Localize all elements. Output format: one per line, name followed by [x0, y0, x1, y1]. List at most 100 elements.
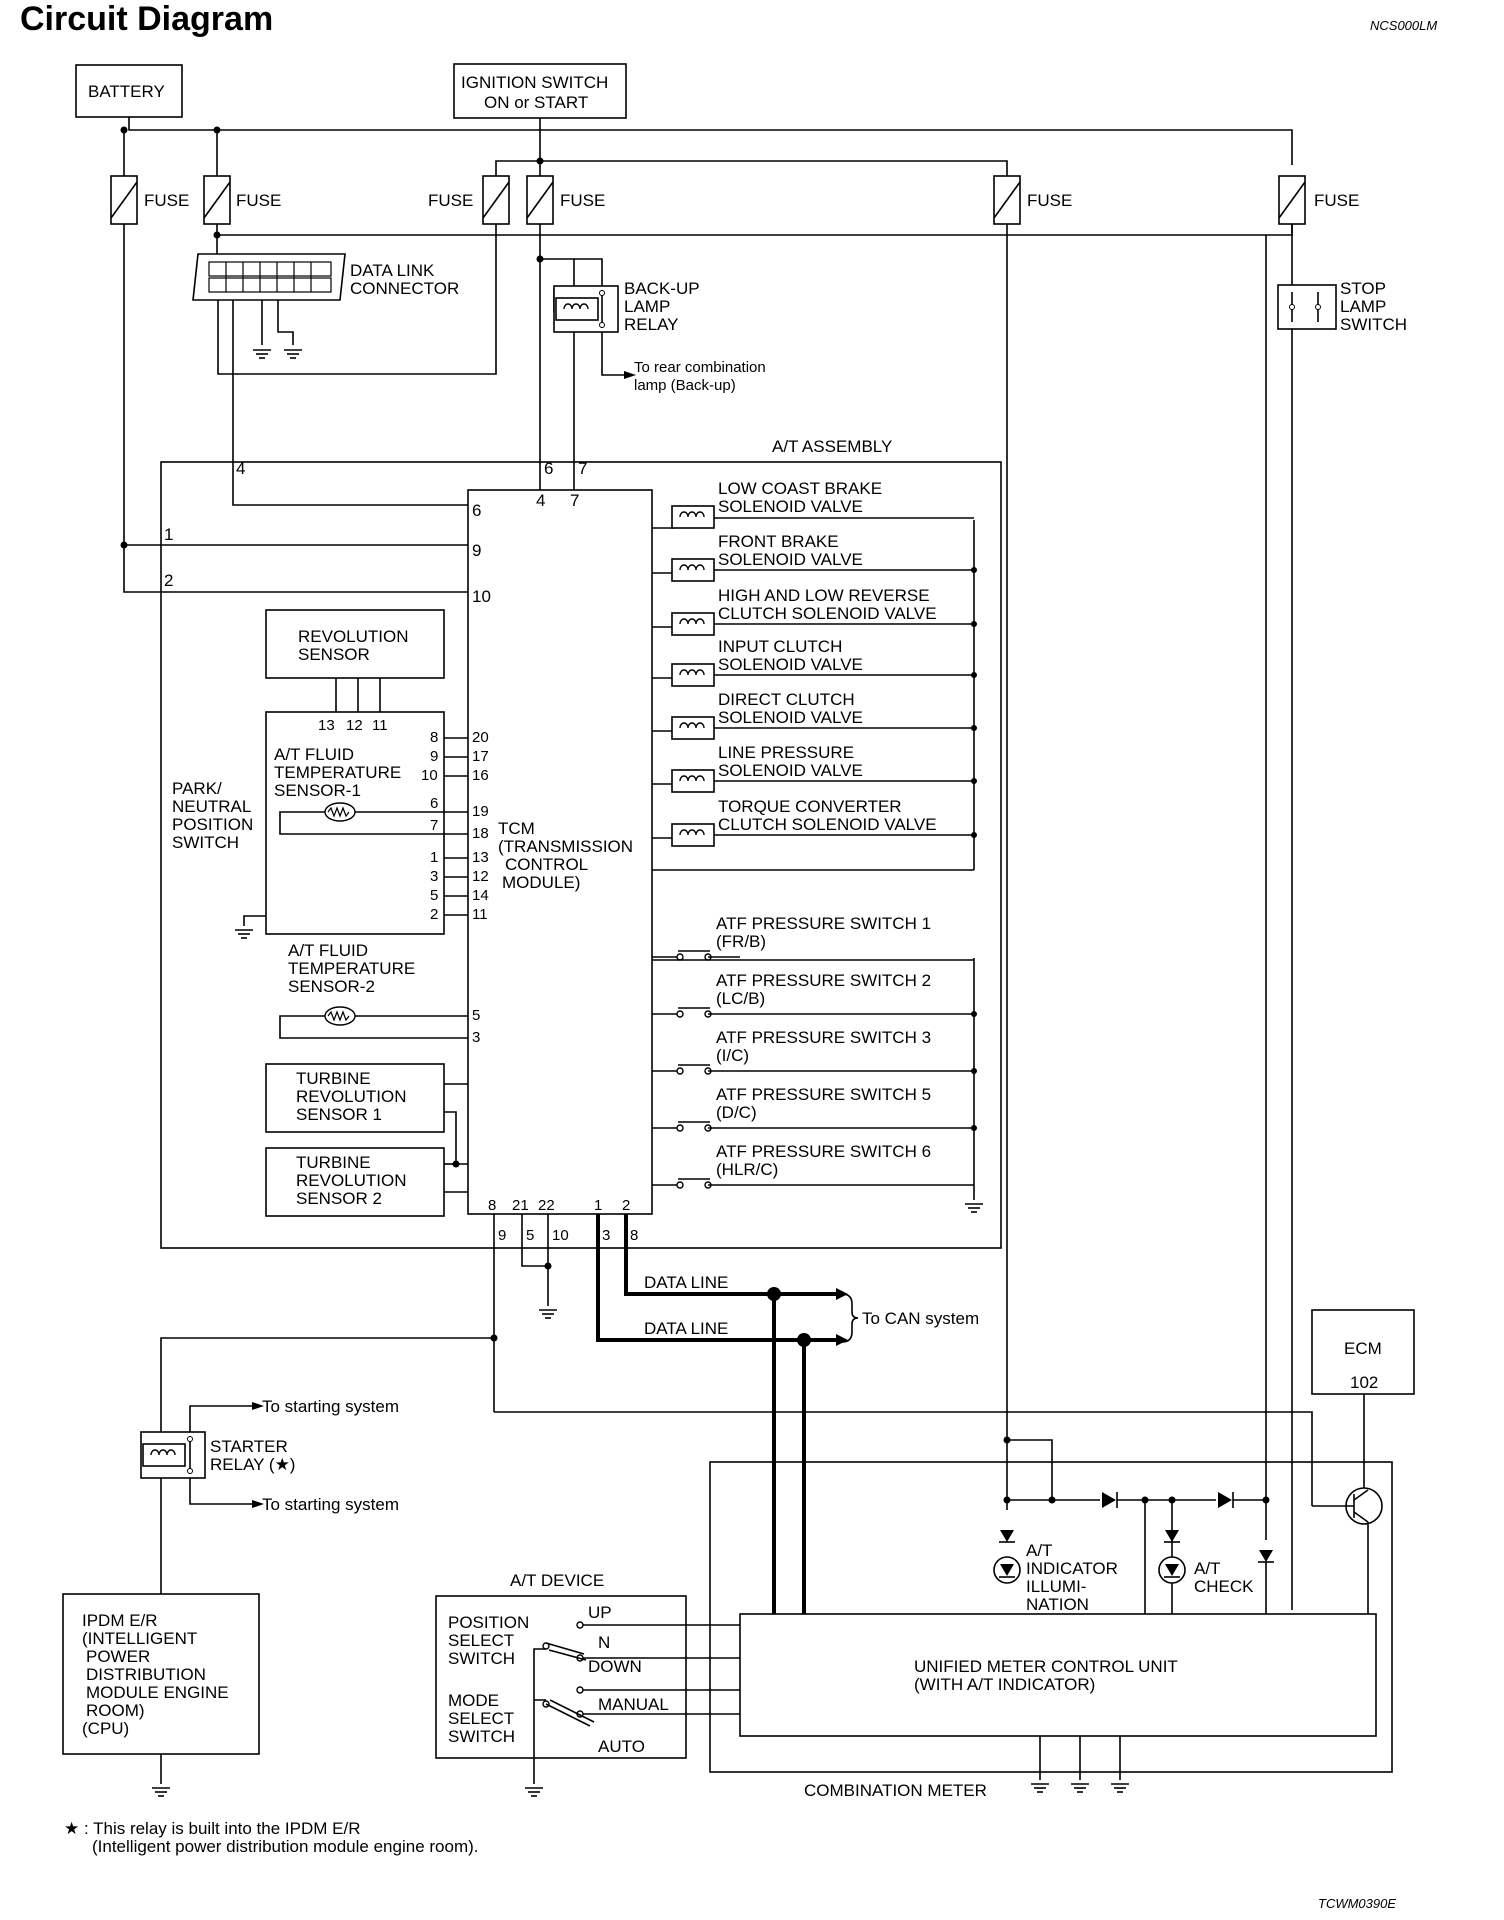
dlc-pins: [208, 261, 332, 293]
at-assembly-frame: [160, 461, 1002, 1249]
at-device-label: A/T DEVICE: [510, 1571, 604, 1590]
svg-text:20: 20: [472, 729, 489, 746]
svg-text:4: 4: [536, 491, 545, 510]
unified-meter-control-unit: [739, 1613, 1377, 1737]
at-indicator-label-4: NATION: [1026, 1595, 1089, 1614]
starting-system-label-bottom: To starting system: [262, 1495, 399, 1514]
solenoid-4-label-1: INPUT CLUTCH: [718, 637, 842, 656]
svg-text:5: 5: [430, 887, 438, 904]
starter-relay-label-1: STARTER: [210, 1437, 288, 1456]
solenoid-6-label-2: SOLENOID VALVE: [718, 761, 863, 780]
svg-text:13: 13: [472, 849, 489, 866]
doc-code-bottom: TCWM0390E: [1318, 1896, 1396, 1911]
starter-relay-label-2: RELAY (★): [210, 1455, 295, 1474]
svg-text:17: 17: [472, 748, 489, 765]
svg-text:5: 5: [472, 1007, 480, 1024]
switch-down-label: DOWN: [588, 1657, 642, 1676]
backup-relay-label-1: BACK-UP: [624, 279, 700, 298]
ipdm-box: [62, 1593, 260, 1755]
ipdm-label-6: ROOM): [86, 1701, 145, 1720]
svg-text:10: 10: [552, 1227, 569, 1244]
ipdm-label-5: MODULE ENGINE: [86, 1683, 229, 1702]
svg-text:6: 6: [430, 795, 438, 812]
switch-n-label: N: [598, 1633, 610, 1652]
fluid-temp-sensor-1-box: [265, 711, 445, 935]
turbine-sensor-2: [265, 1147, 445, 1217]
svg-text:16: 16: [472, 767, 489, 784]
svg-text:8: 8: [488, 1197, 496, 1214]
solenoid-2-label-1: FRONT BRAKE: [718, 532, 839, 551]
solenoid-6-label-1: LINE PRESSURE: [718, 743, 854, 762]
svg-text:9: 9: [498, 1227, 506, 1244]
tcm-label-3: CONTROL: [505, 855, 588, 874]
pnp-label-2: NEUTRAL: [172, 797, 251, 816]
footnote-line-2: (Intelligent power distribution module e…: [92, 1837, 478, 1856]
rear-lamp-label-1: To rear combination: [634, 359, 766, 376]
data-line-label-1: DATA LINE: [644, 1273, 728, 1292]
solenoid-5-label-1: DIRECT CLUTCH: [718, 690, 855, 709]
turbine2-label-2: REVOLUTION: [296, 1171, 407, 1190]
solenoid-3-label-2: CLUTCH SOLENOID VALVE: [718, 604, 937, 623]
at-indicator-label-1: A/T: [1026, 1541, 1052, 1560]
svg-text:2: 2: [622, 1197, 630, 1214]
svg-text:3: 3: [430, 868, 438, 885]
svg-text:19: 19: [472, 803, 489, 820]
umcu-label-1: UNIFIED METER CONTROL UNIT: [914, 1657, 1178, 1676]
turbine1-label-2: REVOLUTION: [296, 1087, 407, 1106]
svg-text:1: 1: [594, 1197, 602, 1214]
svg-text:4: 4: [236, 459, 245, 478]
can-system-label: To CAN system: [862, 1309, 979, 1328]
page-title: Circuit Diagram: [20, 0, 273, 38]
svg-text:8: 8: [430, 729, 438, 746]
svg-text:22: 22: [538, 1197, 555, 1214]
pnp-label-1: PARK/: [172, 779, 222, 798]
backup-relay-label-2: LAMP: [624, 297, 670, 316]
battery-box: [75, 64, 183, 118]
svg-text:9: 9: [430, 748, 438, 765]
selector-switches: [533, 1621, 740, 1784]
pswitch-2-label-1: ATF PRESSURE SWITCH 2: [716, 971, 931, 990]
pswitch-5-label-1: ATF PRESSURE SWITCH 5: [716, 1085, 931, 1104]
at-device-box: [435, 1595, 687, 1759]
sensor-pin-wires: [444, 737, 468, 916]
svg-text:10: 10: [472, 587, 491, 606]
solenoid-7-label-2: CLUTCH SOLENOID VALVE: [718, 815, 937, 834]
revolution-label-2: SENSOR: [298, 645, 370, 664]
fuse-label-1: FUSE: [144, 191, 189, 210]
fuse-label-3: FUSE: [428, 191, 473, 210]
solenoid-valves: [652, 505, 977, 871]
fluid2-label-3: SENSOR-2: [288, 977, 375, 996]
svg-text:12: 12: [346, 717, 363, 734]
solenoid-1-label-2: SOLENOID VALVE: [718, 497, 863, 516]
stop-switch-label-1: STOP: [1340, 279, 1386, 298]
svg-text:7: 7: [578, 459, 587, 478]
svg-text:2: 2: [430, 906, 438, 923]
dlc-label-2: CONNECTOR: [350, 279, 459, 298]
svg-text:1: 1: [430, 849, 438, 866]
ipdm-label-2: (INTELLIGENT: [82, 1629, 197, 1648]
ipdm-label-1: IPDM E/R: [82, 1611, 158, 1630]
fuse-label-2: FUSE: [236, 191, 281, 210]
battery-label: BATTERY: [88, 82, 165, 101]
ecm-box: [1311, 1309, 1415, 1395]
thermistor-1: [324, 802, 356, 822]
ipdm-label-3: POWER: [86, 1647, 150, 1666]
solenoid-1-label-1: LOW COAST BRAKE: [718, 479, 882, 498]
solenoid-3-label-1: HIGH AND LOW REVERSE: [718, 586, 930, 605]
svg-text:21: 21: [512, 1197, 529, 1214]
footnote-line-1: ★ : This relay is built into the IPDM E/…: [64, 1819, 360, 1838]
pswitch-1-label-2: (FR/B): [716, 932, 766, 951]
pnp-label-3: POSITION: [172, 815, 253, 834]
mode-switch-label-1: MODE: [448, 1691, 499, 1710]
svg-text:8: 8: [630, 1227, 638, 1244]
position-switch-label-3: SWITCH: [448, 1649, 515, 1668]
svg-text:2: 2: [164, 571, 173, 590]
svg-text:3: 3: [602, 1227, 610, 1244]
ipdm-label-4: DISTRIBUTION: [86, 1665, 206, 1684]
svg-text:1: 1: [164, 525, 173, 544]
data-line-label-2: DATA LINE: [644, 1319, 728, 1338]
switch-auto-label: AUTO: [598, 1737, 645, 1756]
svg-text:9: 9: [472, 541, 481, 560]
diode-2: [1218, 1492, 1232, 1508]
